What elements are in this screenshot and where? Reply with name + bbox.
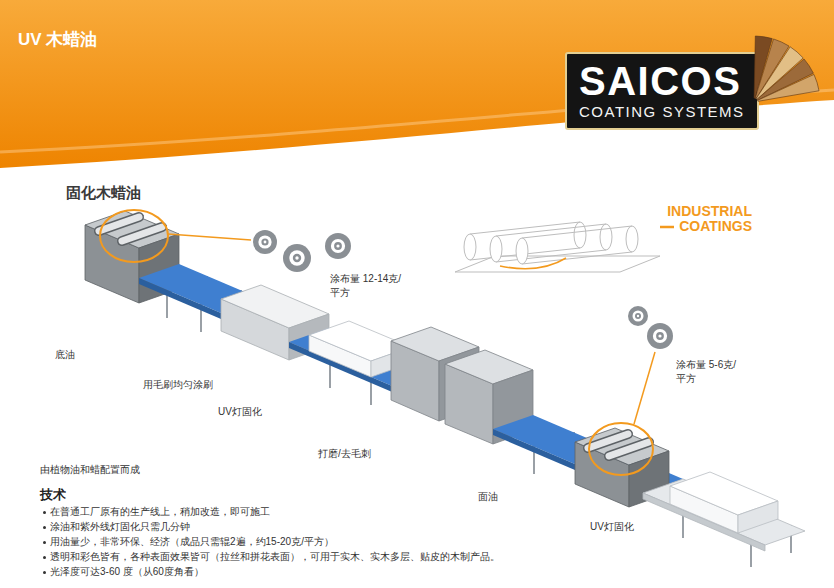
roller-sketch [516,238,528,264]
roller-icon [336,244,339,247]
brand-slogan: INDUSTRIAL COATINGS [660,204,752,233]
stage-label: 底油 [55,348,75,362]
roller-sketch [464,234,476,260]
coating-amount: 涂布量 12-14克/平方 [330,272,402,299]
roller-icon [289,250,304,265]
roller-icon [283,244,311,272]
bullet-dot [43,541,46,544]
roller-icon [633,311,644,322]
bullet-dot [43,571,46,574]
leader-line [168,234,251,240]
callout-circle [589,423,653,475]
uv-lamp-hood [738,501,778,533]
logo-tagline: COATING SYSTEMS [579,102,745,122]
callout-circle [100,210,168,262]
roller-icon [653,329,667,343]
leader-line [168,234,655,424]
logo-wordmark: SAICOS [579,60,745,102]
bullet-item: 涂油和紫外线灯固化只需几分钟 [50,520,190,534]
roller-icon [325,233,351,259]
roller-coater [122,227,162,241]
bullet-item: 透明和彩色皆有，各种表面效果皆可（拉丝和拼花表面），可用于实木、实木多层、贴皮的… [50,550,500,564]
wood-fan-wedge [758,74,819,101]
roller-icon [334,242,342,250]
wood-fan-icon [750,28,830,108]
roller-icon [293,254,301,262]
bullet-dot [43,511,46,514]
slogan-dash [660,226,674,229]
conveyor-belt [139,278,221,319]
roller-sketch [490,236,502,262]
roller-coater [609,442,649,456]
conveyor-leg [167,276,791,567]
note-text: 由植物油和蜡配置而成 [40,463,140,477]
roller-coater [609,442,649,456]
wood-fan-icon [754,36,819,101]
header-title: UV 木蜡油 [18,30,834,50]
bullet-dot [43,556,46,559]
stage-label: UV灯固化 [218,405,262,419]
roller-icon [628,306,648,326]
roller-coater [99,217,139,231]
slogan-dash [660,227,674,228]
roller-icon [656,332,664,340]
coating-amount: 涂布量 5-6克/平方 [676,358,748,385]
bullet-dot [43,526,46,529]
band-shape [0,0,834,168]
logo-box: SAICOSCOATING SYSTEMS [565,52,759,130]
roller-sketch [626,226,638,252]
roller-icon [647,323,673,349]
section-heading: 技术 [40,487,66,504]
roller-icon [331,239,345,253]
roller-icon [258,235,271,248]
roller-icon [635,313,641,319]
uv-lamp-hood [670,472,778,533]
bullet-item: 用油量少，非常环保、经济（成品只需辊2遍，约15-20克/平方） [50,535,334,549]
stage-label: UV灯固化 [590,520,634,534]
roller-icon [261,238,268,245]
roller-icon [637,315,639,317]
roller-sketch [500,258,566,269]
roller-icon [253,230,277,254]
stage-label: 打磨/去毛刺 [318,447,371,461]
diagram-title: 固化木蜡油 [66,183,141,203]
roller-sketch [522,226,632,264]
roller-coater [99,217,139,231]
roller-icon [264,241,267,244]
stage-label: 面油 [478,490,498,504]
bullet-item: 在普通工厂原有的生产线上，稍加改造，即可施工 [50,505,270,519]
callout-circle [100,210,653,475]
roller-sketch [455,222,660,272]
leader-line [634,352,655,424]
roller-icon [658,334,661,337]
bullet-item: 光泽度可达3-60 度（从60度角看） [50,565,204,579]
roller-icon [295,256,298,259]
stage-label: 用毛刷均匀涂刷 [143,378,213,392]
roller-icon [253,230,673,349]
roller-coater [122,227,162,241]
